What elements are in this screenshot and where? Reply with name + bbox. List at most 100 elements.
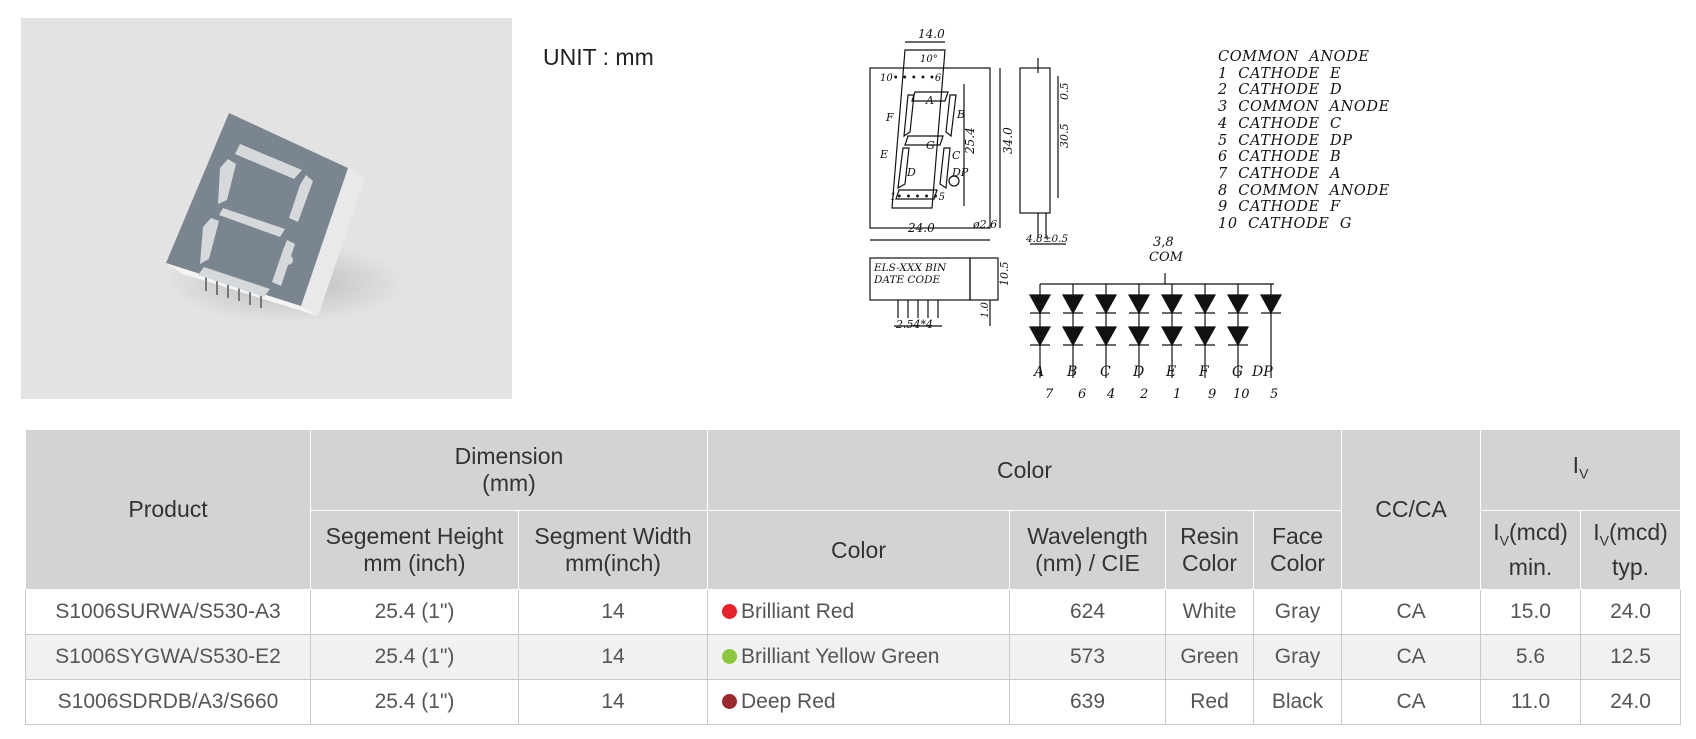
seg-label-a: A [925,94,934,107]
header-iv-min-unit: (mcd) [1509,518,1568,545]
header-iv-min-label: min. [1508,554,1553,581]
header-resin-color: Resin Color [1165,510,1254,590]
cell-cc-ca: CA [1341,634,1482,680]
cell-product: S1006SDRDB/A3/S660 [25,679,311,725]
pinout-list: COMMON ANODE 1 CATHODE E 2 CATHODE D 3 C… [1218,49,1390,233]
cell-height: 25.4 (1") [310,679,519,725]
pinout-item: 7 CATHODE A [1218,165,1342,182]
pinout-item: 10 CATHODE G [1218,216,1353,233]
schematic-pin-g: 10 [1233,387,1250,402]
seg-label-d: D [906,166,916,179]
schematic-label-dp: DP [1251,364,1273,380]
pinout-item: 2 CATHODE D [1218,82,1343,99]
table-row: S1006SDRDB/A3/S660 25.4 (1") 14 Deep Red… [25,679,1682,725]
color-dot-icon [722,694,737,709]
cell-wavelength: 639 [1009,679,1166,725]
pins-bottom: 1• • • • •5 [890,192,945,203]
header-resin-line1: Resin [1180,523,1239,549]
header-iv: IV [1480,429,1682,511]
cell-cc-ca: CA [1341,679,1482,725]
diode-column-a [1028,284,1052,378]
dim-angle: 10° [920,54,938,65]
schematic-pin-a: 7 [1045,387,1054,402]
schematic-com-pins: 3,8 [1153,235,1174,250]
dim-segment-height: 25.4 [963,127,977,155]
cell-width: 14 [518,589,708,635]
header-iv-typ-label: typ. [1612,554,1650,581]
seg-label-dp: DP [951,166,969,179]
diode-column-e [1160,284,1184,378]
label-line2: DATE CODE [873,274,940,286]
header-segment-width-unit: mm(inch) [565,550,661,576]
header-cc-ca: CC/CA [1341,429,1482,590]
pinout-item: 1 CATHODE E [1218,65,1342,82]
header-segment-height-unit: mm (inch) [363,550,466,576]
cell-iv-min: 15.0 [1480,589,1582,635]
table-row: S1006SURWA/S530-A3 25.4 (1") 14 Brillian… [25,589,1682,635]
header-color-group: Color [706,429,1343,511]
diode-array [1028,284,1283,378]
dim-side-top: 0.5 [1058,83,1071,101]
dim-bottom-height: 10.5 [998,262,1011,287]
schematic-label-a: A [1032,364,1044,380]
header-iv-typ: IV(mcd) typ. [1580,510,1682,590]
dim-bottom-pin: 1.0 [980,301,991,318]
seg-label-f: F [885,111,894,124]
cell-face: Gray [1252,634,1343,680]
header-face-color: Face Color [1252,510,1343,590]
cell-iv-min: 11.0 [1480,679,1582,725]
schematic-label-b: B [1066,364,1077,380]
diode-column-d [1127,284,1151,378]
schematic-pin-e: 1 [1173,387,1181,402]
cell-iv-min: 5.6 [1480,634,1582,680]
schematic-pin-b: 6 [1078,387,1086,402]
header-dimension: Dimension (mm) [310,429,708,511]
pinout-item: 3 COMMON ANODE [1218,99,1390,116]
color-dot-icon [722,604,737,619]
cell-iv-typ: 24.0 [1580,589,1682,635]
header-dimension-title: Dimension [454,443,564,469]
cell-iv-typ: 24.0 [1580,679,1682,725]
seven-segment-display-image [166,113,406,323]
color-dot-icon [722,649,737,664]
pinout-item: 9 CATHODE F [1218,199,1341,216]
header-iv-typ-sub: V [1599,532,1610,549]
seg-label-c: C [952,149,961,162]
cell-resin: Green [1165,634,1254,680]
header-segment-width: Segment Width mm(inch) [518,510,708,590]
header-wavelength: Wavelength (nm) / CIE [1009,510,1166,590]
cell-cc-ca: CA [1341,589,1482,635]
cell-product: S1006SURWA/S530-A3 [25,589,311,635]
cell-color-name: Brilliant Red [741,600,855,623]
diode-column-dp [1259,284,1283,378]
cell-wavelength: 573 [1009,634,1166,680]
header-wavelength-unit: (nm) / CIE [1035,550,1140,576]
cell-product: S1006SYGWA/S530-E2 [25,634,311,680]
dim-side-height: 30.5 [1058,124,1071,149]
header-iv-min-symbol: I [1493,518,1500,545]
header-iv-min: IV(mcd) min. [1480,510,1582,590]
seg-label-b: B [956,108,965,121]
pinout-item: 4 CATHODE C [1218,115,1342,132]
pins-top: 10• • • • •6 [880,73,942,84]
schematic-pin-d: 2 [1139,387,1148,402]
cell-height: 25.4 (1") [310,634,519,680]
header-face-line2: Color [1270,550,1325,576]
table-row: S1006SYGWA/S530-E2 25.4 (1") 14 Brillian… [25,634,1682,680]
diode-column-b [1061,284,1085,378]
cell-height: 25.4 (1") [310,589,519,635]
cell-wavelength: 624 [1009,589,1166,635]
schematic-label-c: C [1100,364,1111,380]
cell-color: Brilliant Yellow Green [707,634,1010,680]
front-view-outline [869,67,991,229]
header-wavelength-title: Wavelength [1027,523,1148,549]
unit-label: UNIT : mm [543,44,654,70]
header-segment-height-title: Segement Height [325,523,504,549]
header-product: Product [25,429,311,590]
label-line1: ELS-XXX BIN [873,262,947,274]
diode-column-f [1193,284,1217,378]
header-resin-line2: Color [1182,550,1237,576]
cell-resin: White [1165,589,1254,635]
pinout-item: 5 CATHODE DP [1218,132,1353,149]
dim-top-width: 14.0 [918,27,945,41]
